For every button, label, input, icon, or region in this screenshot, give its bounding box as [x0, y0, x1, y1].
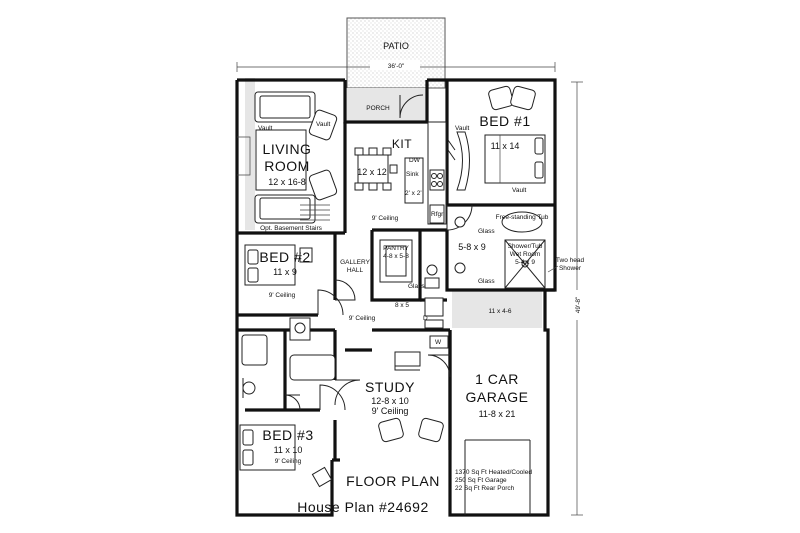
- free-standing-tub-label: Free-standing Tub: [496, 214, 549, 221]
- study-ceiling-label: 9' Ceiling: [372, 406, 409, 416]
- dryer-label: D: [423, 315, 428, 322]
- porch-label: PORCH: [366, 105, 390, 112]
- hall-bath-fixtures: [241, 317, 336, 398]
- bed3-size: 11 x 10: [274, 445, 303, 455]
- living-room-furniture: [237, 91, 338, 224]
- wet-room-size: 5-4 x 9: [515, 259, 535, 266]
- kitchen-label: KIT: [392, 137, 412, 151]
- gallery-hall-label-line2: HALL: [347, 267, 364, 274]
- area-garage-label: 250 Sq Ft Garage: [455, 477, 507, 484]
- vault-label-living-1: Vault: [258, 125, 273, 132]
- garage-details: [464, 439, 531, 515]
- study-size: 12-8 x 10: [371, 396, 409, 406]
- kitchen-ceiling-label: 9' Ceiling: [372, 215, 399, 222]
- bed3-ceiling-label: 9' Ceiling: [275, 458, 302, 465]
- width-dimension: 36'-0": [236, 60, 556, 72]
- two-head-shower-label-line1: Two head: [556, 257, 585, 264]
- area-heated-label: 1370 Sq Ft Heated/Cooled: [455, 469, 532, 476]
- bed2-label: BED #2: [259, 249, 310, 265]
- bed1-label: BED #1: [479, 113, 530, 129]
- washer-label: W: [435, 339, 442, 346]
- width-dimension-label: 36'-0": [388, 63, 405, 70]
- bed1-size: 11 x 14: [491, 141, 520, 151]
- two-head-shower-label-line2: Shower: [559, 265, 582, 272]
- interior-walls: [237, 80, 555, 460]
- patio-label: PATIO: [383, 41, 409, 51]
- gallery-hall-label-line1: GALLERY: [340, 259, 371, 266]
- bed3-furniture: [239, 424, 333, 488]
- bed1-furniture: [447, 85, 546, 191]
- laundry-fixtures: [424, 264, 449, 349]
- glass-label-3: Glass: [408, 283, 425, 290]
- floor-plan-title: FLOOR PLAN: [346, 473, 440, 489]
- living-room-label-line1: LIVING: [263, 141, 312, 157]
- laundry-size: 8 x 5: [395, 302, 409, 309]
- garage-size: 11-8 x 21: [479, 409, 516, 419]
- glass-label-2: Glass: [478, 278, 495, 285]
- hall-ceiling-label: 9' Ceiling: [349, 315, 376, 322]
- vault-label-living-2: Vault: [316, 121, 331, 128]
- sink-label: Sink: [406, 171, 419, 178]
- living-room-label-line2: ROOM: [264, 158, 310, 174]
- bed2-ceiling-label: 9' Ceiling: [269, 292, 296, 299]
- depth-dimension-label: 49'-8": [575, 296, 582, 313]
- dishwasher-label: DW: [409, 157, 421, 164]
- vault-label-bed1-2: Vault: [512, 187, 527, 194]
- pantry-label: PANTRY: [383, 245, 409, 252]
- vault-label-bed1-1: Vault: [455, 125, 470, 132]
- wet-room-label-line1: Shower/Tub: [508, 243, 543, 250]
- bed2-size: 11 x 9: [273, 267, 297, 277]
- bed2-furniture: [244, 244, 313, 286]
- garage-label-line1: 1 CAR: [475, 371, 519, 387]
- pantry-size: 4-8 x 5-8: [383, 253, 409, 260]
- refrigerator-label: Rfgr: [431, 211, 444, 218]
- exterior-walls: [235, 78, 557, 517]
- garage-label-line2: GARAGE: [466, 389, 529, 405]
- glass-label-1: Glass: [478, 228, 495, 235]
- pantry-shelves: [379, 239, 413, 283]
- door-swings: [284, 94, 473, 411]
- wet-room-label-line2: Wet Room: [510, 251, 541, 258]
- opt-basement-stairs-label: Opt. Basement Stairs: [260, 225, 323, 232]
- area-porch-label: 22 Sq Ft Rear Porch: [455, 485, 515, 492]
- closet1-size: 11 x 4-6: [488, 308, 511, 315]
- master-bath-fixtures: [454, 211, 546, 289]
- study-furniture: [378, 351, 444, 443]
- study-label: STUDY: [365, 379, 415, 395]
- house-plan-title: House Plan #24692: [297, 499, 429, 515]
- depth-dimension: 49'-8": [571, 81, 583, 516]
- cabinet-label: 2' x 2': [405, 190, 422, 197]
- living-room-size: 12 x 16-8: [268, 177, 306, 187]
- shower-leader: [547, 265, 559, 273]
- bed3-label: BED #3: [262, 427, 313, 443]
- kitchen-size: 12 x 12: [357, 167, 387, 177]
- kitchen-fixtures: [354, 121, 447, 225]
- bath1-size: 5-8 x 9: [458, 242, 486, 252]
- patio-area: [346, 17, 446, 89]
